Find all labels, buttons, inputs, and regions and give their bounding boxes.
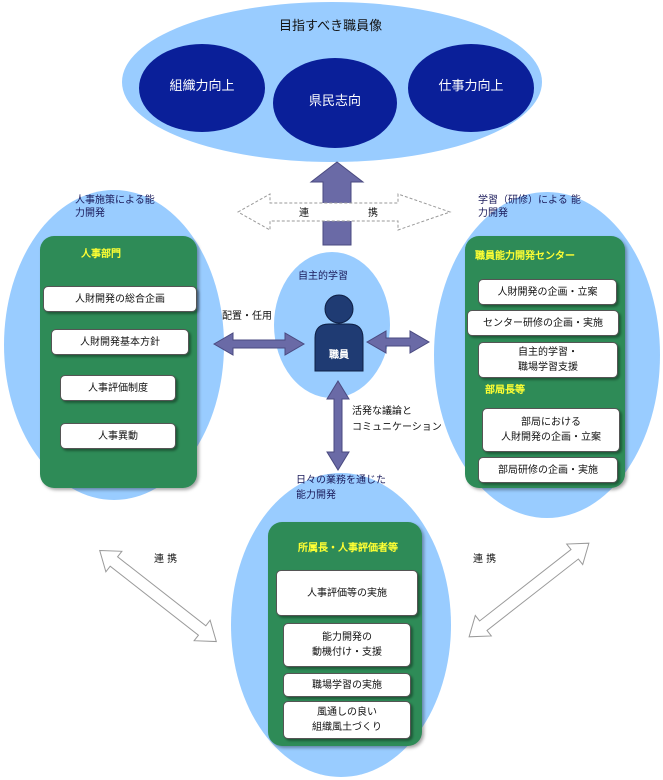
navy-circle-3 (408, 44, 534, 132)
person-label: 職員 (329, 350, 349, 361)
circle-label-1: 組織力向上 (169, 79, 235, 94)
renkei-bottom-left: 連 携 (154, 554, 178, 565)
left-heading-line1: 人事施策による能 (75, 195, 155, 206)
right-item-1: 人財開発の企画・立案 (478, 279, 617, 305)
center-heading: 自主的学習 (298, 271, 348, 282)
circle-label-2: 県民志向 (308, 94, 361, 109)
navy-circle-1 (139, 44, 265, 132)
renkei-double-arrow (236, 193, 452, 231)
left-dept-label: 人事部門 (81, 249, 121, 260)
renkei-label-right: 携 (368, 208, 378, 219)
bottom-dept-label: 所属長・人事評価者等 (298, 543, 398, 554)
bottom-item-4: 風通しの良い 組織風土づくり (283, 701, 411, 739)
katsu-label-line1: 活発な議論と (352, 406, 412, 417)
right-dept-label: 職員能力開発センター (475, 251, 575, 262)
left-green-panel (40, 236, 197, 488)
right-heading-line1: 学習（研修）による 能 (478, 195, 581, 206)
bottom-item-2: 能力開発の 動機付け・支援 (283, 623, 411, 667)
left-item-1: 人財開発の総合企画 (43, 286, 197, 312)
renkei-label-left: 連 (299, 208, 309, 219)
bottom-heading-line2: 能力開発 (296, 490, 336, 501)
left-double-arrow (213, 332, 305, 356)
navy-circle-2 (273, 58, 397, 148)
right-item-2: センター研修の企画・実施 (467, 310, 619, 336)
renkei-bottom-right: 連 携 (473, 554, 497, 565)
bottom-item-3: 職場学習の実施 (283, 673, 411, 697)
left-item-2: 人財開発基本方針 (51, 329, 189, 355)
right-item-4: 部局における 人財開発の企画・立案 (482, 408, 620, 452)
right-heading-line2: 力開発 (478, 208, 508, 219)
bottom-item-1: 人事評価等の実施 (276, 570, 418, 616)
left-item-4: 人事異動 (60, 423, 176, 449)
right-item-3: 自主的学習・ 職場学習支援 (478, 342, 618, 378)
right-double-arrow (366, 330, 430, 354)
right-dept2-label: 部局長等 (485, 385, 525, 396)
circle-label-3: 仕事力向上 (438, 79, 504, 94)
haichi-label: 配置・任用 (222, 311, 272, 322)
person-icon (314, 294, 364, 372)
left-heading-line2: 力開発 (75, 208, 105, 219)
bottom-right-double-arrow (468, 542, 590, 638)
bottom-left-double-arrow (99, 549, 217, 643)
right-item-5: 部局研修の企画・実施 (478, 457, 618, 483)
bottom-heading-line1: 日々の業務を通じた (296, 475, 386, 486)
left-item-3: 人事評価制度 (60, 375, 176, 401)
vertical-double-arrow (326, 380, 350, 471)
katsu-label-line2: コミュニケーション (352, 422, 442, 433)
top-title: 目指すべき職員像 (279, 19, 383, 34)
